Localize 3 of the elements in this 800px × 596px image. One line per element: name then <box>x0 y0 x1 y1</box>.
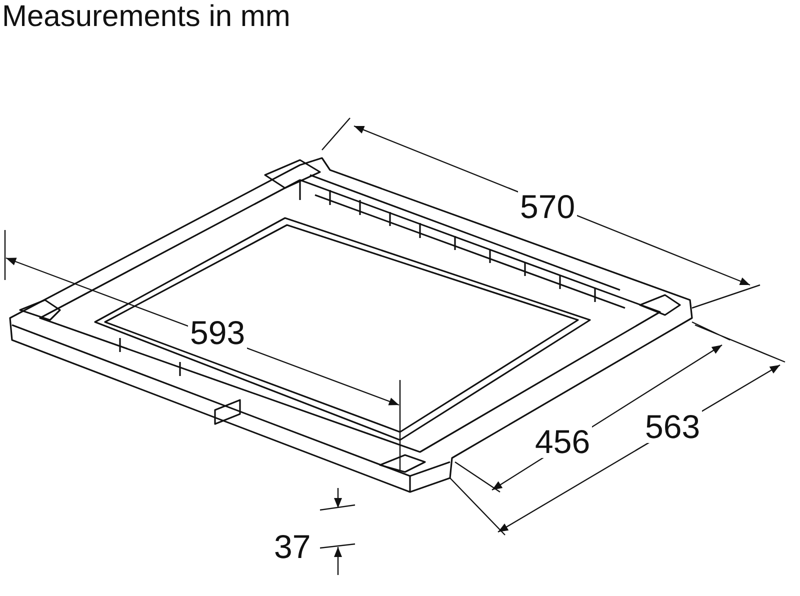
diagram-title: Measurements in mm <box>2 2 290 32</box>
dimension-value: 563 <box>643 410 702 443</box>
dimension-value: 456 <box>533 425 592 458</box>
